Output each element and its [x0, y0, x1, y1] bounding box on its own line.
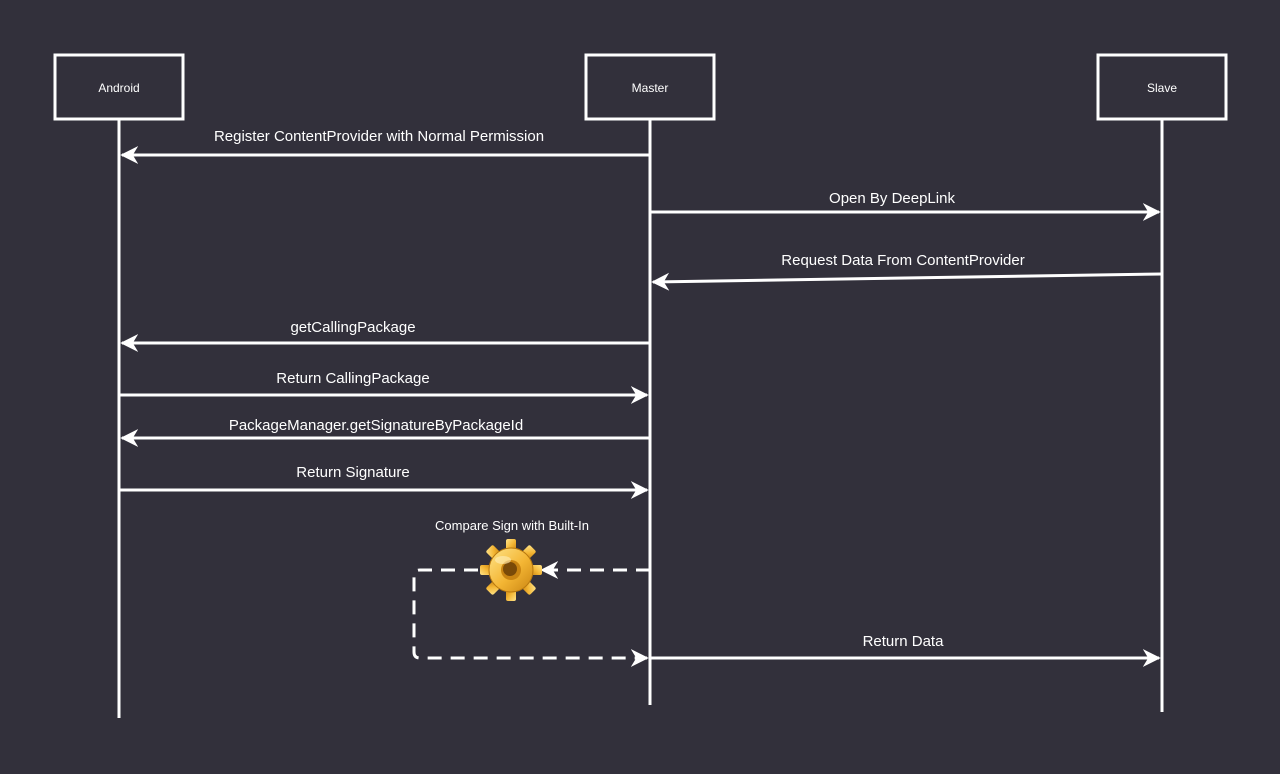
gear-icon	[480, 539, 542, 601]
message-return-signature: Return Signature	[119, 464, 649, 499]
message-get-signature: PackageManager.getSignatureByPackageId	[120, 417, 650, 447]
participant-slave: Slave	[1096, 53, 1228, 121]
message-return-data: Return Data	[650, 633, 1161, 667]
message-register-contentprovider: Register ContentProvider with Normal Per…	[120, 128, 650, 164]
message-open-by-deeplink: Open By DeepLink	[650, 190, 1161, 221]
participant-android-label: Android	[98, 81, 139, 95]
self-check-return-path	[412, 568, 649, 667]
participant-master-label: Master	[632, 81, 669, 95]
self-check-loop: Compare Sign with Built-In	[412, 518, 650, 667]
message-label: Return Signature	[296, 464, 409, 481]
message-label: Return CallingPackage	[276, 370, 429, 387]
participant-master: Master	[584, 53, 716, 121]
message-get-calling-package: getCallingPackage	[120, 319, 650, 352]
message-return-calling-package: Return CallingPackage	[119, 370, 649, 404]
message-label: Return Data	[863, 633, 945, 650]
message-request-data: Request Data From ContentProvider	[651, 252, 1163, 291]
self-check-label: Compare Sign with Built-In	[435, 518, 589, 533]
message-label: getCallingPackage	[290, 319, 415, 336]
message-label: PackageManager.getSignatureByPackageId	[229, 417, 523, 434]
participant-slave-label: Slave	[1147, 81, 1177, 95]
participant-android: Android	[53, 53, 185, 121]
message-label: Register ContentProvider with Normal Per…	[214, 128, 544, 145]
message-label: Open By DeepLink	[829, 190, 955, 207]
message-label: Request Data From ContentProvider	[781, 252, 1024, 269]
